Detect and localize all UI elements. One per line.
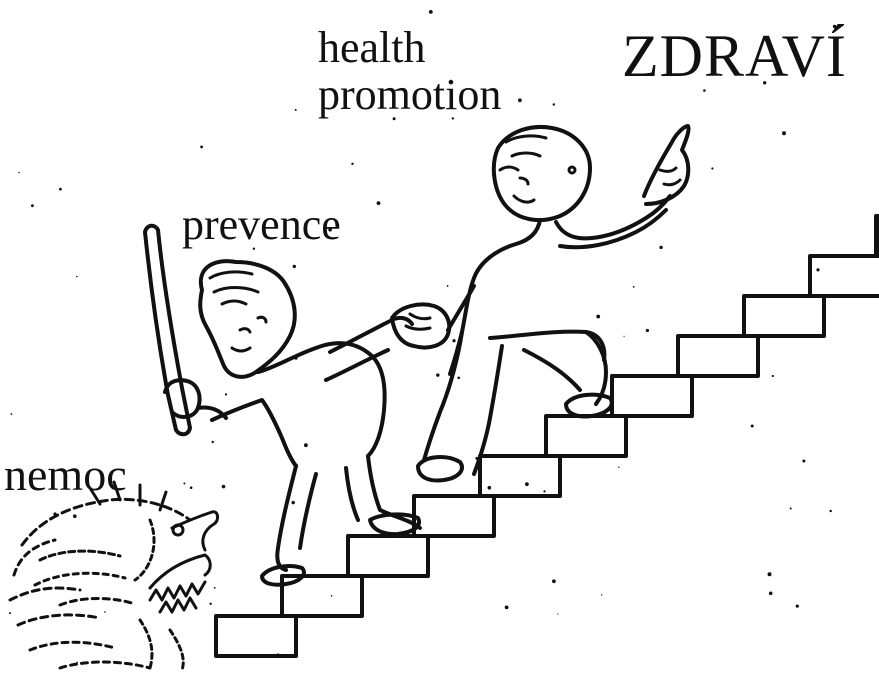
speck xyxy=(181,432,183,434)
speck xyxy=(830,510,832,512)
speck xyxy=(18,172,19,173)
speck xyxy=(222,485,226,489)
speck xyxy=(292,501,295,504)
speck xyxy=(377,201,381,205)
speck xyxy=(557,613,558,614)
nemoc-label: nemoc xyxy=(4,452,127,498)
speck xyxy=(304,443,308,447)
speck xyxy=(447,285,449,287)
speck xyxy=(618,467,619,468)
stair-step xyxy=(216,616,296,656)
speck xyxy=(214,587,216,589)
speck xyxy=(53,512,56,515)
speck xyxy=(495,454,497,456)
speck xyxy=(596,315,600,319)
stair-step xyxy=(810,256,879,296)
speck xyxy=(782,131,786,135)
speck xyxy=(209,603,211,605)
stair-step xyxy=(348,536,428,576)
speck xyxy=(475,457,478,460)
speck xyxy=(525,482,529,486)
staircase xyxy=(216,216,879,656)
speck xyxy=(9,612,11,614)
speck xyxy=(543,490,545,492)
speck xyxy=(769,592,773,596)
speck xyxy=(225,393,227,395)
speck xyxy=(751,425,754,428)
speck xyxy=(452,339,455,342)
speck xyxy=(703,89,706,92)
speck xyxy=(633,286,635,288)
speck xyxy=(646,329,649,332)
speck xyxy=(553,103,555,105)
speck xyxy=(276,654,280,658)
speck xyxy=(73,514,77,518)
speck xyxy=(823,325,825,327)
speck xyxy=(796,605,799,608)
speck xyxy=(518,98,522,102)
speck xyxy=(601,594,602,595)
speck xyxy=(772,375,774,377)
speck xyxy=(457,377,460,380)
speck xyxy=(76,662,78,664)
stair-step xyxy=(414,496,494,536)
prevence-label: prevence xyxy=(182,203,341,247)
speck xyxy=(816,268,819,271)
speck xyxy=(11,413,13,415)
speck xyxy=(212,441,214,443)
stair-step xyxy=(480,456,560,496)
speck xyxy=(659,246,662,249)
speck xyxy=(295,109,297,111)
disease-monster xyxy=(10,482,218,670)
zdravi-label: ZDRAVÍ xyxy=(622,26,847,86)
stair-step xyxy=(678,336,758,376)
stair-step xyxy=(612,376,692,416)
speck xyxy=(790,508,792,510)
speck xyxy=(351,163,353,165)
stair-step xyxy=(546,416,626,456)
speck xyxy=(76,276,78,278)
speck xyxy=(331,595,333,597)
speck xyxy=(183,483,185,485)
health-promotion-line-2: promotion xyxy=(318,71,501,118)
speck xyxy=(200,146,203,149)
health-promotion-line-1: health xyxy=(318,24,501,71)
child-pointing-up xyxy=(418,126,689,480)
stair-step xyxy=(744,296,824,336)
speck xyxy=(104,611,106,613)
speck xyxy=(711,167,713,169)
speck xyxy=(505,606,509,610)
speck xyxy=(488,486,492,490)
health-promotion-label: health promotion xyxy=(318,24,501,118)
speck xyxy=(295,357,298,360)
speck xyxy=(59,188,62,191)
speck xyxy=(31,204,34,207)
speck xyxy=(190,486,193,489)
speck xyxy=(802,460,805,463)
child-with-stick xyxy=(145,226,449,585)
speck xyxy=(768,572,772,576)
speck xyxy=(624,336,625,337)
speck xyxy=(552,579,556,583)
speck xyxy=(293,265,296,268)
speck xyxy=(436,373,439,376)
speck xyxy=(429,10,433,14)
